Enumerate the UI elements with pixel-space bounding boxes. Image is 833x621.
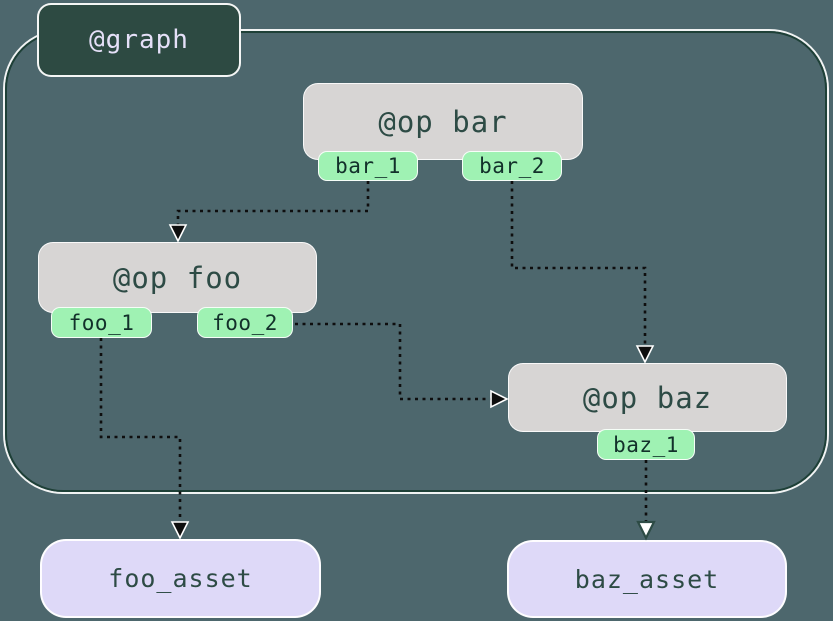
output-port-foo-1[interactable]: foo_1 <box>51 307 152 338</box>
arrowhead-foo_1-to-foo_asset <box>170 521 190 540</box>
op-bar-title: @op bar <box>378 104 508 139</box>
arrowhead-baz_1-to-baz_asset <box>636 520 656 541</box>
op-node-bar[interactable]: @op bar <box>303 83 583 160</box>
asset-baz-label: baz_asset <box>574 564 720 594</box>
op-foo-title: @op foo <box>112 260 243 295</box>
port-label: baz_1 <box>613 432 679 457</box>
asset-node-foo-asset[interactable]: foo_asset <box>40 539 321 618</box>
output-port-bar-1[interactable]: bar_1 <box>318 151 418 181</box>
op-node-foo[interactable]: @op foo <box>38 242 317 313</box>
graph-label: @graph <box>89 25 189 55</box>
asset-node-baz-asset[interactable]: baz_asset <box>507 540 787 618</box>
port-label: foo_2 <box>212 310 278 335</box>
op-node-baz[interactable]: @op baz <box>508 363 787 432</box>
port-label: bar_1 <box>335 154 401 178</box>
output-port-bar-2[interactable]: bar_2 <box>462 151 562 181</box>
asset-foo-label: foo_asset <box>108 564 253 593</box>
output-port-foo-2[interactable]: foo_2 <box>197 307 293 338</box>
graph-label-box[interactable]: @graph <box>37 3 241 77</box>
op-baz-title: @op baz <box>582 380 713 415</box>
output-port-baz-1[interactable]: baz_1 <box>597 429 695 460</box>
port-label: foo_1 <box>68 310 135 335</box>
port-label: bar_2 <box>479 154 545 178</box>
graph-boundary <box>5 31 827 492</box>
